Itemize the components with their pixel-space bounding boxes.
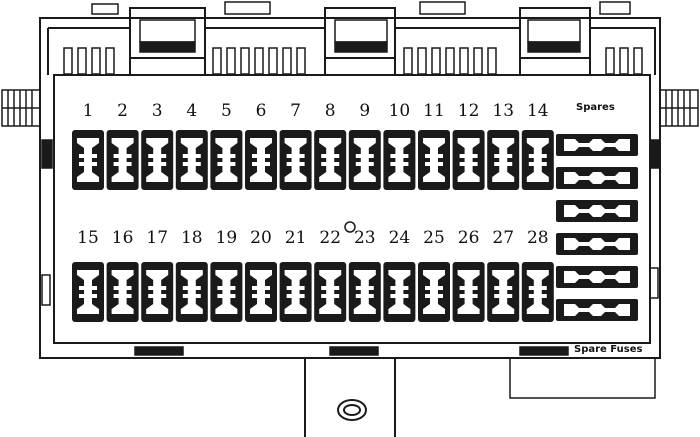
spare-fuse-6 — [556, 299, 638, 321]
marker-circle — [344, 221, 356, 233]
fuse-slot-2 — [106, 130, 139, 190]
spare-fuse-1 — [556, 134, 638, 156]
fuse-number-5: 5 — [221, 101, 232, 121]
fuse-number-14: 14 — [527, 101, 549, 121]
fuse-slot-22 — [314, 262, 347, 322]
fuse-number-8: 8 — [325, 101, 336, 121]
fuse-slot-19 — [210, 262, 243, 322]
fuse-number-13: 13 — [492, 101, 514, 121]
fuse-number-20: 20 — [250, 228, 272, 248]
spare-fuse-2 — [556, 167, 638, 189]
fuse-slot-27 — [487, 262, 520, 322]
fuse-slot-3 — [141, 130, 174, 190]
mounting-tab — [304, 358, 396, 437]
fuse-number-12: 12 — [458, 101, 480, 121]
fuse-number-4: 4 — [186, 101, 197, 121]
left-side-connector — [1, 89, 53, 306]
fuse-slot-21 — [279, 262, 312, 322]
spare-fuses-label: Spare Fuses — [574, 344, 642, 355]
fuse-number-18: 18 — [181, 228, 203, 248]
fuse-number-23: 23 — [354, 228, 376, 248]
fuse-slot-1 — [72, 130, 104, 190]
fuse-slot-20 — [245, 262, 277, 322]
fuse-slot-8 — [314, 130, 347, 190]
fuse-slot-14 — [521, 130, 554, 190]
fuse-slot-7 — [279, 130, 312, 190]
fuse-number-11: 11 — [423, 101, 445, 121]
fuse-number-21: 21 — [285, 228, 307, 248]
fuse-number-22: 22 — [319, 228, 341, 248]
fuse-slots-bottom — [72, 262, 554, 322]
bottom-latches — [134, 346, 569, 356]
fuse-number-17: 17 — [146, 228, 168, 248]
fuse-number-28: 28 — [527, 228, 549, 248]
fuse-number-15: 15 — [77, 228, 99, 248]
fuse-slot-16 — [106, 262, 139, 322]
spare-fuse-3 — [556, 200, 638, 222]
fuse-slot-13 — [487, 130, 520, 190]
fuse-slot-11 — [418, 130, 450, 190]
spare-fuse-4 — [556, 233, 638, 255]
fuse-slot-4 — [175, 130, 208, 190]
fuse-slot-9 — [348, 130, 381, 190]
bottom-right-bracket — [509, 357, 656, 399]
fuse-slot-24 — [383, 262, 416, 322]
fuse-number-27: 27 — [492, 228, 514, 248]
spare-fuse-5 — [556, 266, 638, 288]
fuse-number-25: 25 — [423, 228, 445, 248]
housing — [39, 7, 661, 359]
fuse-number-1: 1 — [83, 101, 94, 121]
top-vent-slots — [63, 47, 643, 75]
fuse-number-9: 9 — [359, 101, 370, 121]
fuse-slot-25 — [418, 262, 450, 322]
fuse-slot-5 — [210, 130, 243, 190]
fuse-number-24: 24 — [389, 228, 411, 248]
right-side-connector — [649, 89, 699, 299]
fuse-slot-23 — [348, 262, 381, 322]
fuse-slot-18 — [175, 262, 208, 322]
fuse-number-6: 6 — [256, 101, 267, 121]
fuse-number-19: 19 — [216, 228, 238, 248]
spare-fuses-column — [556, 134, 638, 321]
fuse-slot-26 — [452, 262, 485, 322]
fuse-slots-top — [72, 130, 554, 190]
fuse-slot-28 — [521, 262, 554, 322]
fuse-slot-15 — [72, 262, 104, 322]
fuse-number-10: 10 — [389, 101, 411, 121]
top-connector-tabs — [91, 1, 631, 53]
fuse-slot-6 — [245, 130, 277, 190]
fuse-number-7: 7 — [290, 101, 301, 121]
fuse-slot-12 — [452, 130, 485, 190]
fuse-slot-10 — [383, 130, 416, 190]
spares-header-label: Spares — [576, 102, 615, 113]
fuse-number-3: 3 — [152, 101, 163, 121]
fuse-number-2: 2 — [117, 101, 128, 121]
fuse-numbers-bottom: 15 16 17 18 19 20 21 22 23 24 25 26 27 28 — [77, 228, 548, 248]
fuse-number-16: 16 — [112, 228, 134, 248]
fuse-slot-17 — [141, 262, 174, 322]
fuse-number-26: 26 — [458, 228, 480, 248]
